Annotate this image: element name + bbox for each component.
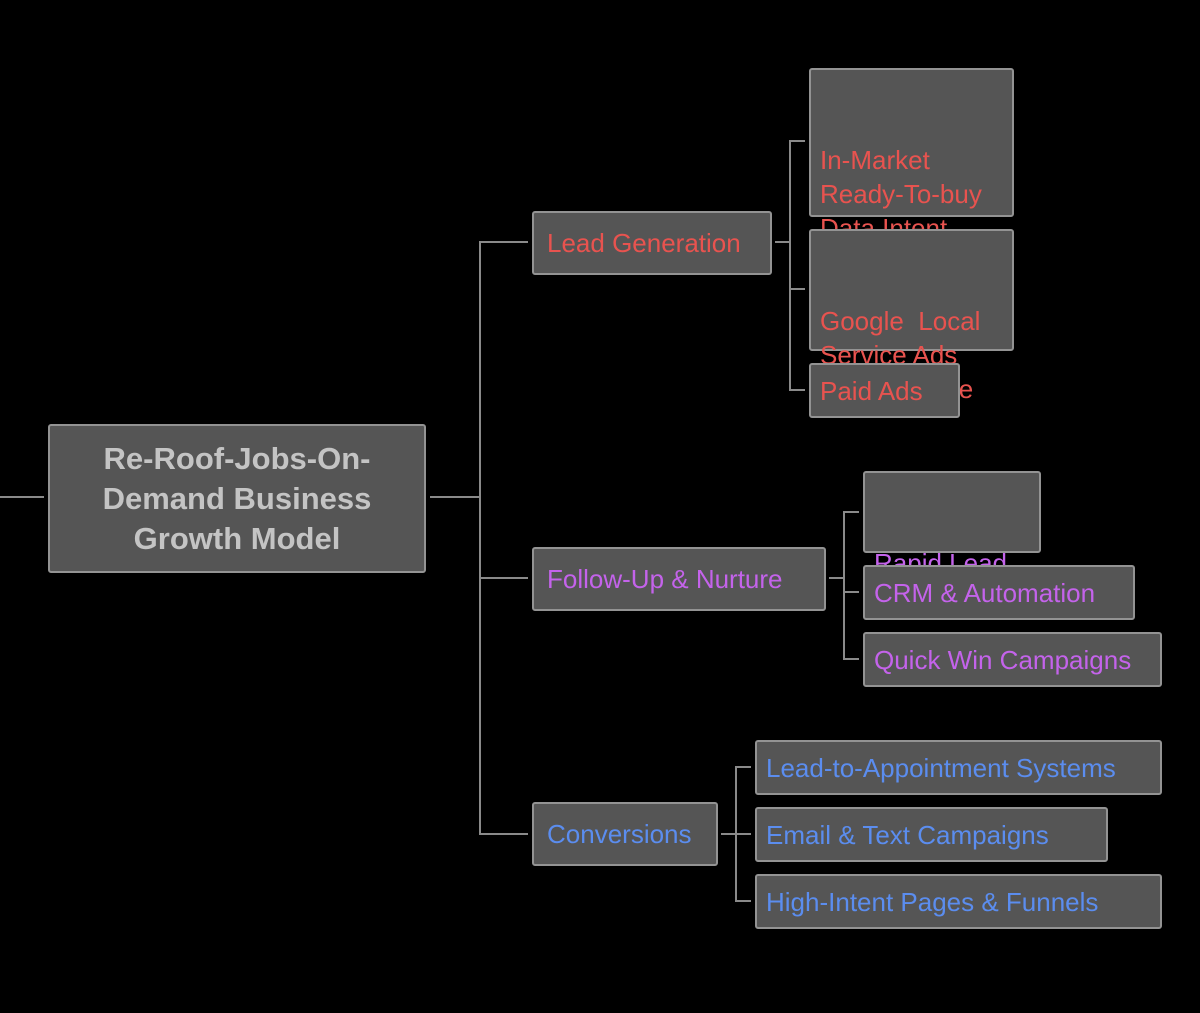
followup-bracket-line bbox=[843, 511, 859, 660]
branch-label: Follow-Up & Nurture bbox=[547, 564, 783, 594]
root-label: Re-Roof-Jobs-On-Demand Business Growth M… bbox=[102, 440, 372, 556]
leaf-rapid-lead-activation[interactable]: Rapid Lead Activation bbox=[863, 471, 1041, 612]
leaf-quick-win-campaigns[interactable]: Quick Win Campaigns bbox=[863, 632, 1162, 687]
root-node[interactable]: Re-Roof-Jobs-On-Demand Business Growth M… bbox=[48, 424, 426, 573]
leaf-label: Quick Win Campaigns bbox=[874, 644, 1132, 675]
leaf-label: CRM & Automation bbox=[874, 577, 1096, 608]
leaf-label: Paid Ads bbox=[820, 375, 923, 406]
branch-conversions[interactable]: Conversions bbox=[532, 802, 718, 866]
branch-label: Conversions bbox=[547, 819, 692, 849]
leaf-email-text-campaigns[interactable]: Email & Text Campaigns bbox=[755, 807, 1108, 862]
branch-lead-generation[interactable]: Lead Generation bbox=[532, 211, 772, 275]
leadgen-bracket-line bbox=[789, 140, 805, 391]
leaf-label: Lead-to-Appointment Systems bbox=[766, 752, 1116, 783]
branch-follow-up-nurture[interactable]: Follow-Up & Nurture bbox=[532, 547, 826, 611]
leaf-crm-automation[interactable]: CRM & Automation bbox=[863, 565, 1135, 620]
leaf-label: Email & Text Campaigns bbox=[766, 819, 1049, 850]
leaf-lead-to-appointment[interactable]: Lead-to-Appointment Systems bbox=[755, 740, 1162, 795]
branch-label: Lead Generation bbox=[547, 228, 741, 258]
branch-trunk-line bbox=[479, 241, 528, 835]
leaf-high-intent-pages[interactable]: High-Intent Pages & Funnels bbox=[755, 874, 1162, 929]
leaf-google-local-service-ads[interactable]: Google Local Service Ads Lead Engine bbox=[809, 229, 1014, 404]
leaf-label: High-Intent Pages & Funnels bbox=[766, 886, 1099, 917]
leaf-paid-ads[interactable]: Paid Ads bbox=[809, 363, 960, 418]
leaf-in-market-intent[interactable]: In-Market Ready-To-buy Data Intent Homeo… bbox=[809, 68, 1014, 277]
